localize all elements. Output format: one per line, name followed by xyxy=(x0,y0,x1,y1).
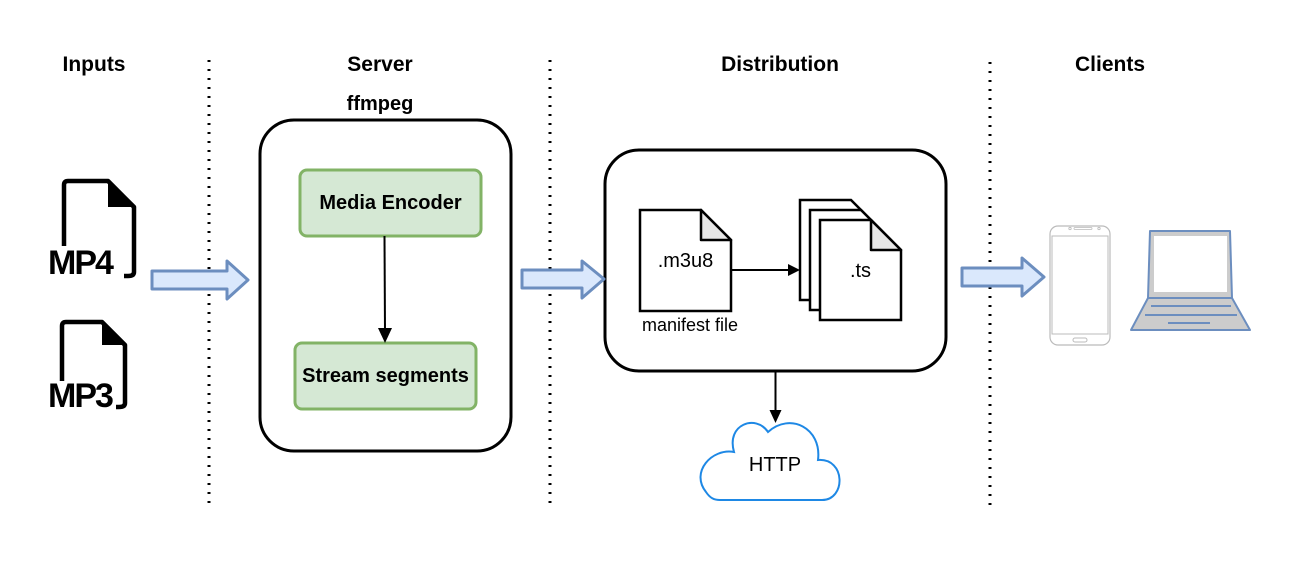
ffmpeg-label: ffmpeg xyxy=(346,93,414,115)
ts-file-fold xyxy=(869,218,903,252)
manifest-file-fold xyxy=(699,208,733,242)
media-encoder-box xyxy=(298,168,483,238)
laptop-icon xyxy=(1130,230,1251,331)
stream-segments-box xyxy=(293,341,478,411)
manifest-file-name: .m3u8 xyxy=(657,250,714,272)
mp4-file-corner xyxy=(108,181,134,207)
column-header-distribution: Distribution xyxy=(721,53,839,76)
distribution-to-clients-arrow xyxy=(960,256,1046,298)
manifest-to-segments-arrowhead xyxy=(788,264,800,276)
manifest-file-caption: manifest file xyxy=(641,315,739,335)
column-header-clients: Clients xyxy=(1074,53,1145,76)
http-label: HTTP xyxy=(748,454,802,476)
encoder-to-segments-arrowhead xyxy=(378,328,392,343)
mp4-file-label: MP4 xyxy=(48,244,114,282)
encoder-to-segments-arrow xyxy=(383,235,386,333)
mp3-file-label: MP3 xyxy=(48,377,114,415)
distribution-to-http-arrowhead xyxy=(769,410,782,423)
server-to-distribution-arrow xyxy=(520,259,606,300)
http-cloud-icon xyxy=(699,422,841,501)
mp3-file-corner xyxy=(102,322,125,345)
inputs-to-server-arrow xyxy=(150,259,250,301)
column-header-inputs: Inputs xyxy=(62,53,126,76)
column-header-server: Server xyxy=(347,53,413,76)
ts-file-name: .ts xyxy=(849,260,872,282)
smartphone-icon xyxy=(1049,225,1111,346)
stream-segments-label: Stream segments xyxy=(302,364,469,387)
media-encoder-label: Media Encoder xyxy=(319,191,462,214)
